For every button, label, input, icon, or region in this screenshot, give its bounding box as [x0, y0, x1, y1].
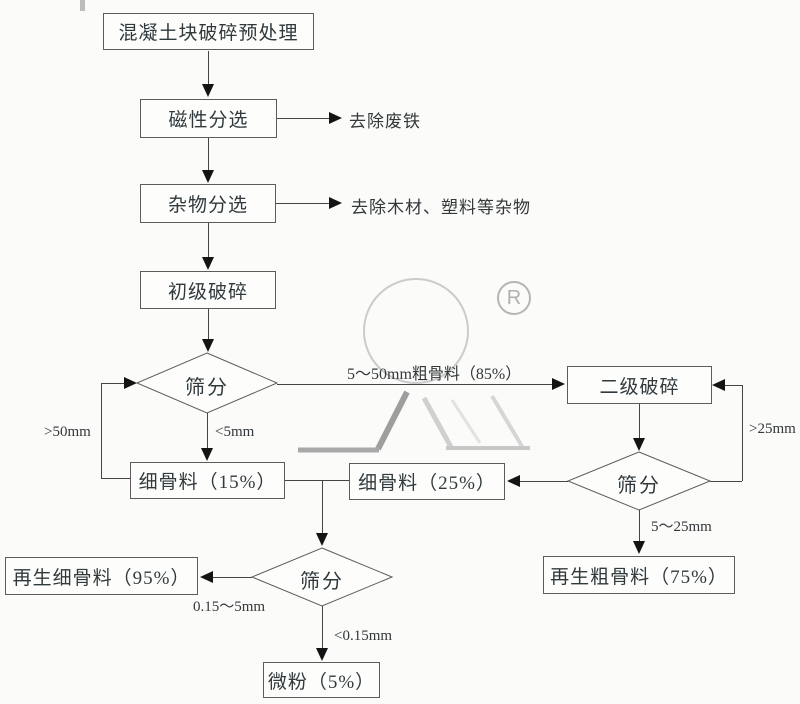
arrowhead-down-icon: [201, 448, 213, 461]
node-label: 混凝土块破碎预处理: [118, 23, 299, 44]
node-label: 初级破碎: [167, 281, 248, 303]
arrowhead-right-icon: [329, 112, 342, 124]
connector-line: [208, 309, 209, 339]
edge-label-gt25: >25mm: [749, 421, 796, 437]
watermark-circle-icon: [363, 278, 469, 384]
connector-line-gt25-loop: [742, 385, 743, 481]
edge-label-015-5: 0.15～5mm: [193, 599, 266, 615]
arrowhead-left-icon: [712, 379, 725, 391]
scan-artifact: [80, 0, 85, 11]
node-magnetic-sorting: 磁性分选: [140, 99, 277, 138]
watermark-stroke-icon: [375, 390, 410, 451]
watermark-stroke-icon: [450, 399, 482, 444]
connector-line: [639, 510, 640, 541]
arrowhead-down-icon: [633, 541, 645, 554]
connector-line: [639, 404, 640, 438]
connector-line-gt50-loop: [101, 478, 130, 479]
node-debris-sorting: 杂物分选: [140, 184, 276, 223]
connector-line: [276, 203, 329, 204]
registered-trademark-icon: R: [497, 281, 531, 315]
arrowhead-down-icon: [316, 533, 328, 546]
arrowhead-left-icon: [200, 571, 213, 583]
connector-line-gt25-loop: [725, 385, 742, 386]
arrowhead-right-icon: [552, 378, 565, 390]
arrowhead-down-icon: [202, 84, 214, 97]
node-label: 微粉（5%）: [267, 671, 376, 693]
edge-label-coarse-5-50: 5～50mm粗骨料（85%）: [347, 366, 522, 383]
node-label: 再生粗骨料（75%）: [550, 566, 728, 588]
connector-line-gt50-loop: [101, 383, 102, 478]
connector-line: [322, 606, 323, 648]
edge-label-remove-iron: 去除废铁: [349, 112, 421, 131]
node-fine-aggregate-15: 细骨料（15%）: [130, 462, 285, 499]
node-label: 杂物分选: [167, 195, 248, 216]
node-primary-crushing: 初级破碎: [140, 271, 276, 309]
connector-line: [277, 384, 552, 385]
arrowhead-down-icon: [202, 170, 214, 183]
node-pretreatment: 混凝土块破碎预处理: [103, 13, 314, 50]
arrowhead-down-icon: [316, 648, 328, 661]
connector-line-gt50-loop: [101, 383, 124, 384]
connector-line: [213, 577, 252, 578]
node-label: 细骨料（15%）: [138, 472, 277, 493]
connector-line: [277, 118, 329, 119]
arrowhead-down-icon: [202, 339, 214, 352]
node-label: 磁性分选: [168, 110, 249, 131]
edge-label-gt50: >50mm: [44, 424, 91, 440]
arrowhead-down-icon: [202, 257, 214, 270]
screening-1-label: 筛分: [185, 377, 229, 399]
connector-line-gt25-loop: [710, 481, 742, 482]
node-recycled-fine-95: 再生细骨料（95%）: [5, 557, 198, 595]
connector-line: [208, 223, 209, 257]
edge-label-5-25: 5～25mm: [651, 519, 712, 535]
node-secondary-crushing: 二级破碎: [567, 366, 712, 404]
connector-line: [208, 138, 209, 170]
edge-label-lt015: <0.15mm: [334, 628, 393, 644]
watermark-stroke-icon: [421, 396, 454, 449]
arrowhead-right-icon: [124, 377, 137, 389]
connector-line: [520, 481, 568, 482]
connector-line: [322, 480, 323, 533]
screening-2-label: 筛分: [617, 475, 661, 497]
edge-label-remove-debris: 去除木材、塑料等杂物: [351, 198, 531, 217]
screening-3-label: 筛分: [300, 571, 344, 593]
node-fine-aggregate-25: 细骨料（25%）: [349, 463, 505, 500]
node-label: 二级破碎: [599, 376, 680, 398]
watermark-stroke-icon: [490, 394, 525, 450]
connector-line: [208, 51, 209, 84]
arrowhead-right-icon: [329, 197, 342, 209]
arrowhead-down-icon: [633, 438, 645, 451]
node-recycled-coarse-75: 再生粗骨料（75%）: [543, 556, 735, 594]
edge-label-lt5: <5mm: [215, 424, 255, 440]
connector-line: [207, 413, 208, 448]
node-label: 细骨料（25%）: [358, 473, 496, 494]
registered-letter: R: [506, 286, 522, 309]
node-label: 再生细骨料（95%）: [12, 567, 191, 589]
arrowhead-left-icon: [507, 475, 520, 487]
connector-line: [285, 480, 349, 481]
node-micro-powder-5: 微粉（5%）: [263, 662, 380, 698]
